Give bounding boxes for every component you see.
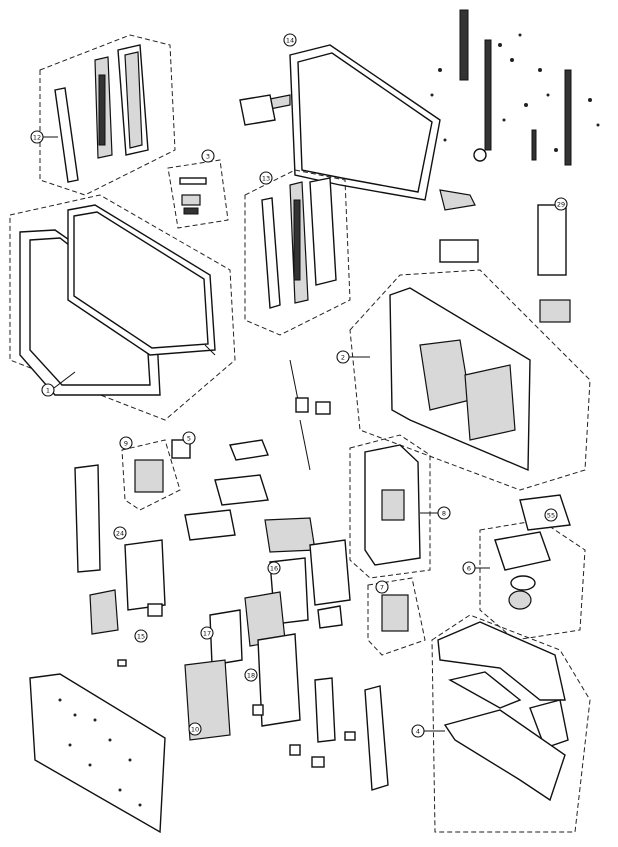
callout-14: 14	[283, 33, 297, 47]
callout-label: 5	[187, 434, 191, 442]
misc-small-parts	[252, 677, 389, 791]
callout-label: 4	[416, 727, 420, 735]
callout-label: 10	[191, 725, 199, 733]
backlight-sheet	[29, 673, 166, 834]
callout-12: 12	[30, 130, 58, 144]
callout-label: 14	[286, 36, 294, 44]
callout-16: 16	[267, 561, 281, 575]
callout-9: 9	[119, 436, 133, 450]
callout-29: 29	[554, 197, 568, 211]
callout-label: 8	[442, 509, 446, 517]
front-bezel-group-1	[9, 194, 236, 421]
rear-cover-group-2	[349, 204, 591, 491]
callout-label: 24	[116, 529, 124, 537]
callout-6: 6	[462, 561, 490, 575]
callout-5: 5	[182, 431, 196, 445]
stand-base-group-4	[431, 614, 591, 833]
callout-17: 17	[200, 626, 214, 640]
callout-label: 18	[247, 671, 255, 679]
callout-label: 15	[137, 632, 145, 640]
main-board-group-8	[349, 434, 431, 579]
callout-7: 7	[375, 580, 389, 594]
callout-label: 7	[380, 583, 384, 591]
callout-13: 13	[259, 171, 273, 185]
lcd-panel-14	[239, 44, 476, 211]
callout-label: 6	[467, 564, 471, 572]
callout-18: 18	[244, 668, 258, 682]
callout-1: 1	[41, 371, 76, 397]
callout-label: 2	[341, 353, 345, 361]
callout-15: 15	[134, 629, 148, 643]
hardware-scatter	[430, 9, 600, 166]
callout-label: 9	[124, 439, 128, 447]
callout-label: 29	[557, 200, 565, 208]
callout-label: 16	[270, 564, 278, 572]
callout-label: 3	[206, 152, 210, 160]
bracket-group-13	[244, 169, 351, 336]
callout-10: 10	[188, 722, 202, 736]
callout-4: 4	[411, 724, 445, 738]
clip-group-3	[167, 159, 229, 229]
callout-8: 8	[420, 506, 451, 520]
center-components	[184, 359, 331, 553]
bracket-group-12	[39, 34, 176, 196]
board-group-7	[367, 577, 426, 656]
callout-label: 55	[547, 511, 555, 519]
board-group-5	[121, 439, 191, 511]
callout-label: 13	[262, 174, 270, 182]
stand-neck-group-6	[479, 494, 586, 641]
callout-label: 1	[46, 386, 50, 394]
callout-24: 24	[113, 526, 127, 540]
callout-label: 12	[33, 133, 41, 141]
callout-2: 2	[336, 350, 370, 364]
callout-3: 3	[201, 149, 215, 163]
left-lower-parts	[74, 464, 166, 667]
callout-55: 55	[544, 508, 558, 522]
callout-label: 17	[203, 629, 211, 637]
boards-lower-center	[184, 539, 351, 741]
